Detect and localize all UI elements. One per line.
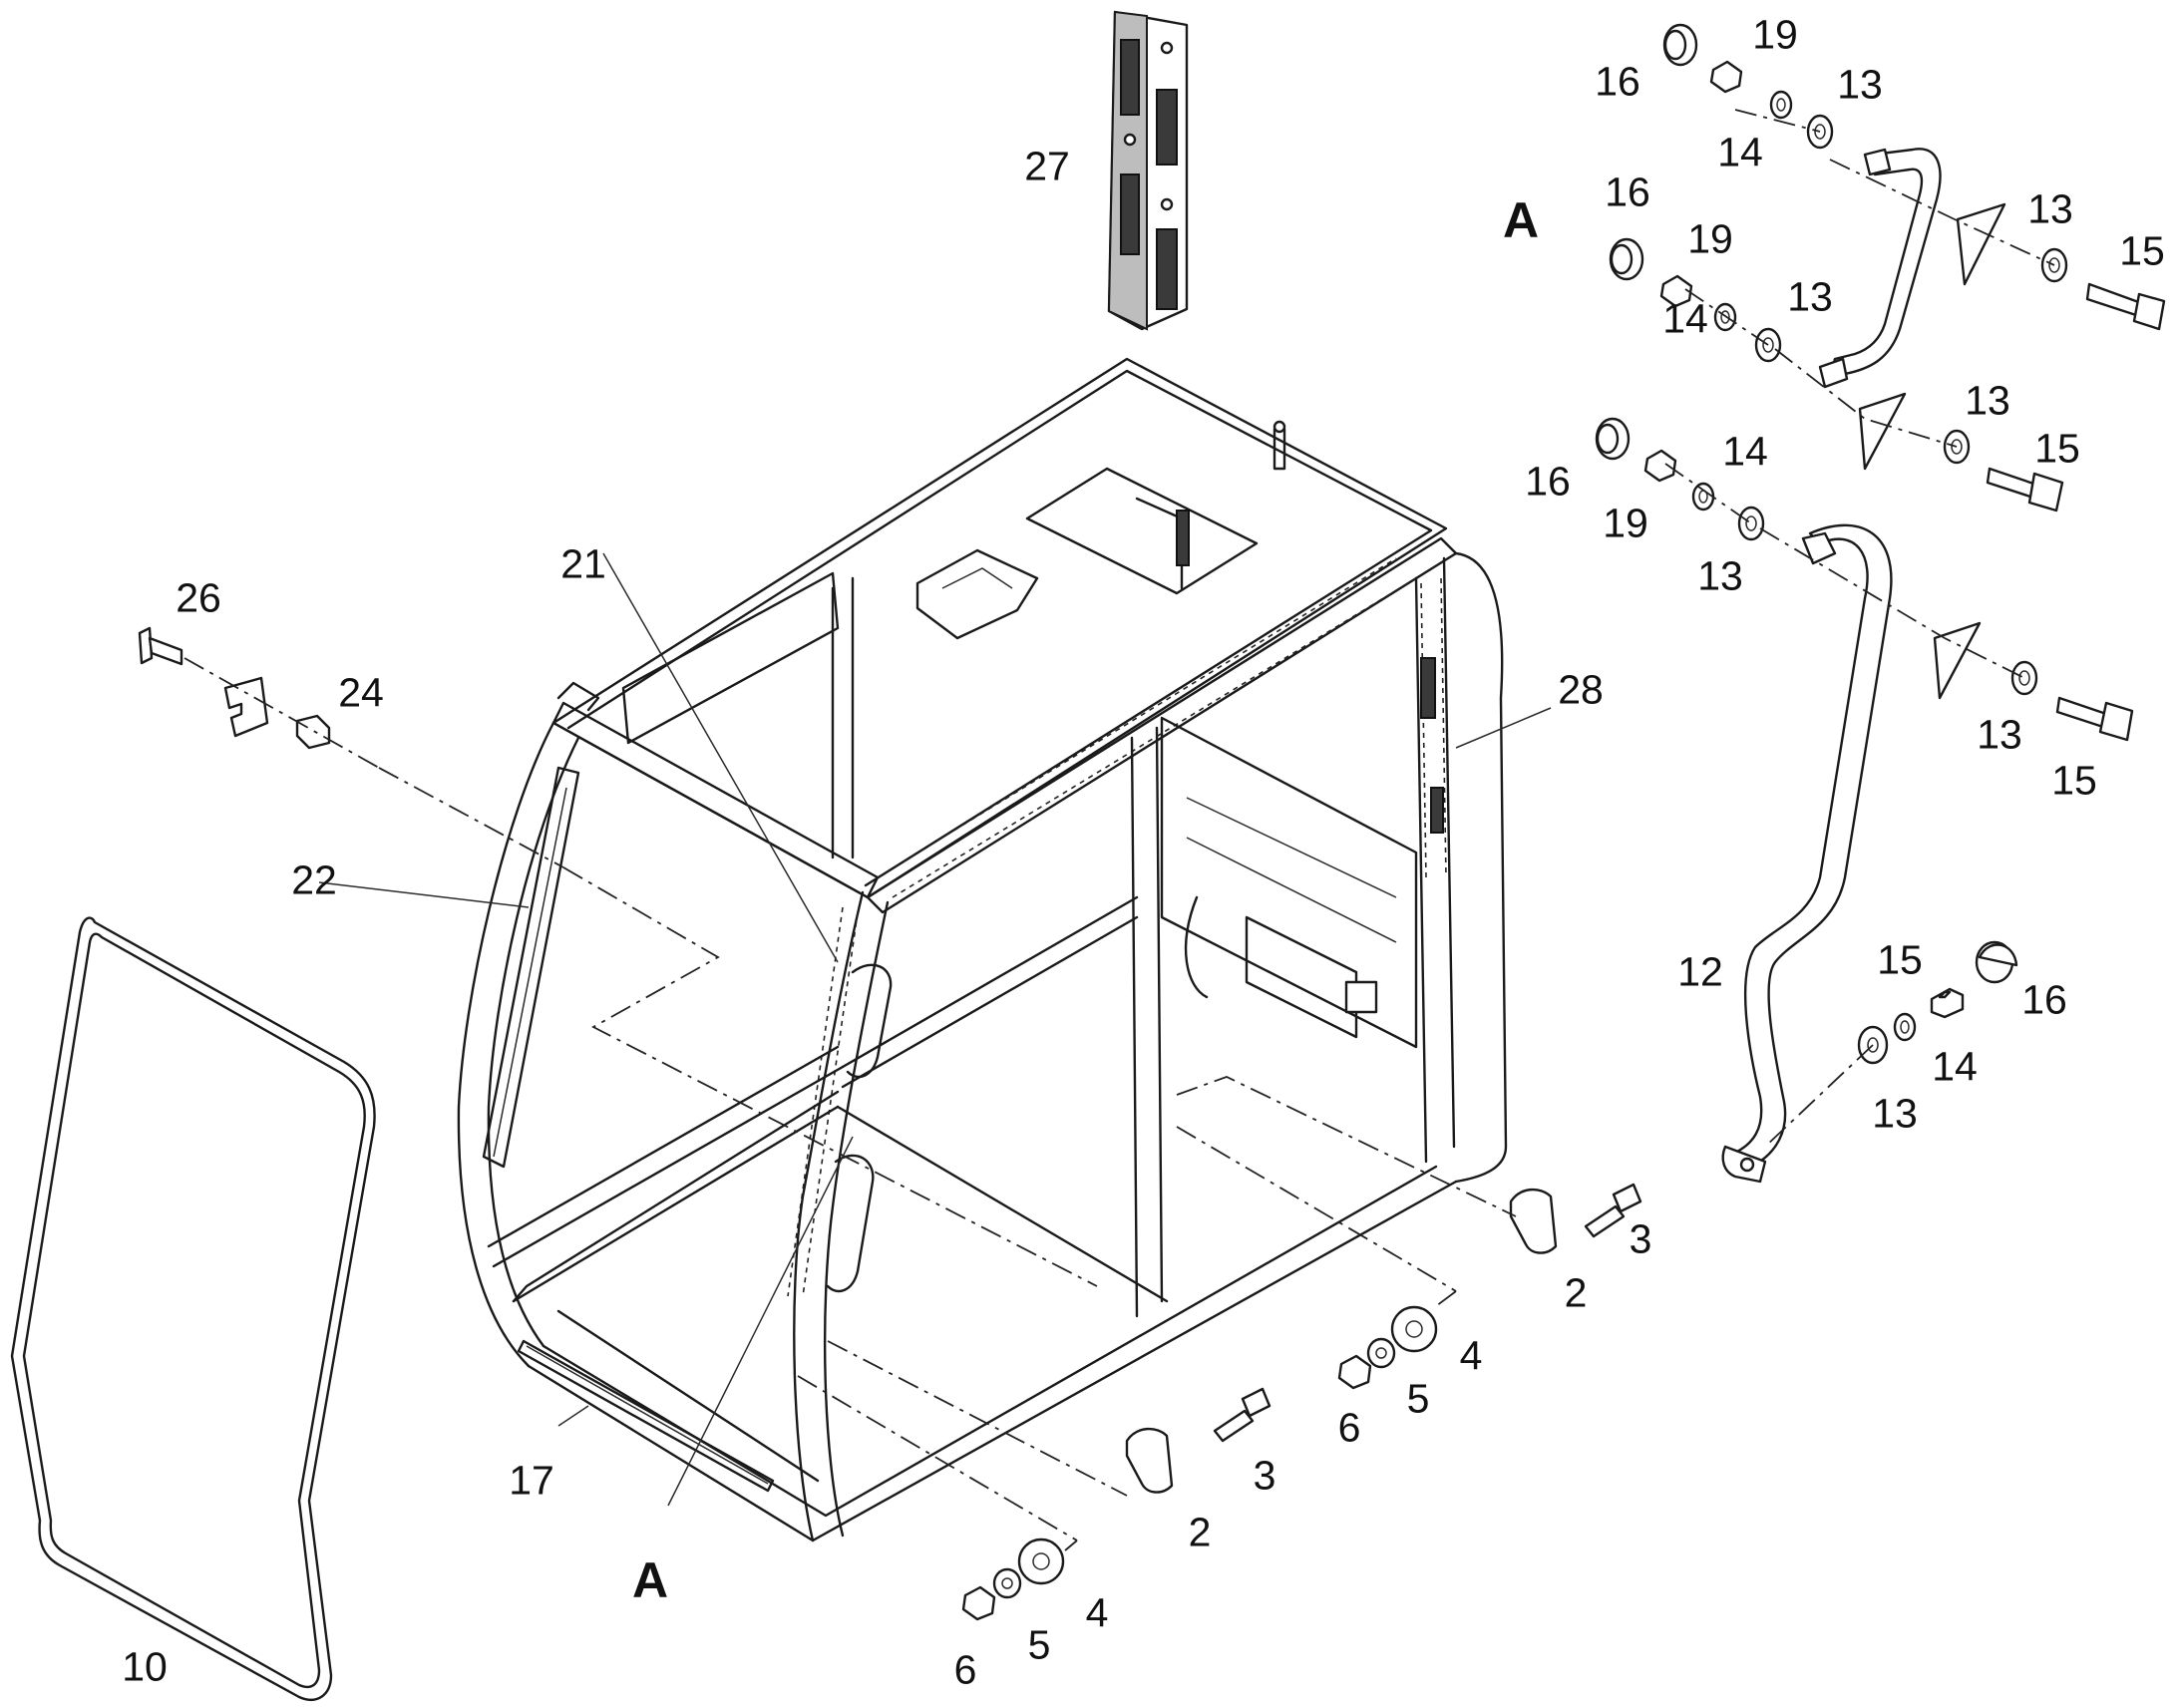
callout-21: 21 — [560, 540, 606, 587]
callout-28: 28 — [1558, 666, 1604, 713]
callout-19: 19 — [1752, 11, 1798, 58]
part-10-window-seal — [10, 916, 376, 1701]
callout-3: 3 — [1253, 1452, 1276, 1499]
callout-13: 13 — [1872, 1090, 1918, 1137]
callout-13: 13 — [1965, 377, 2010, 424]
callout-a-reference: A — [631, 1552, 669, 1608]
callout-13: 13 — [1697, 552, 1743, 599]
callout-5: 5 — [1406, 1375, 1430, 1422]
callout-15: 15 — [1877, 936, 1923, 983]
callout-14: 14 — [1662, 295, 1708, 342]
callout-14: 14 — [1932, 1043, 1978, 1090]
callout-16: 16 — [2021, 976, 2067, 1023]
callout-10: 10 — [122, 1643, 168, 1690]
callout-6: 6 — [1337, 1404, 1361, 1451]
callout-15: 15 — [2034, 425, 2080, 472]
cap-16 — [1609, 237, 1644, 281]
callout-27: 27 — [1024, 143, 1070, 189]
callout-12: 12 — [1677, 948, 1723, 995]
callout-14: 14 — [1717, 129, 1763, 175]
callout-a-detail: A — [1502, 192, 1540, 248]
callout-6: 6 — [953, 1646, 977, 1693]
cab-frame — [457, 357, 1508, 1542]
callout-19: 19 — [1687, 215, 1733, 262]
part-12-handrail — [1721, 523, 1893, 1184]
callout-26: 26 — [176, 574, 221, 621]
part-17-floor-strip — [517, 1339, 775, 1493]
callout-2: 2 — [1188, 1509, 1212, 1555]
callout-17: 17 — [509, 1457, 554, 1504]
door-handles — [826, 963, 893, 1293]
callout-16: 16 — [1525, 458, 1571, 505]
bracket — [223, 676, 269, 738]
cap-16 — [1595, 417, 1631, 461]
centerlines — [183, 109, 2055, 1551]
cap-16 — [1975, 940, 2018, 984]
callout-15: 15 — [2051, 757, 2097, 804]
callout-13: 13 — [1837, 61, 1883, 108]
part-24-nut — [295, 714, 331, 750]
part-26-bolt — [138, 626, 183, 666]
leader-lines — [318, 552, 1552, 1507]
fasteners — [961, 23, 2166, 1621]
callout-13: 13 — [1787, 273, 1833, 320]
detail-a-handrails — [1818, 148, 2006, 700]
callout-19: 19 — [1603, 500, 1648, 546]
callout-13: 13 — [2027, 185, 2073, 232]
callout-16: 16 — [1595, 58, 1640, 105]
callout-13: 13 — [1977, 711, 2022, 758]
cap-16 — [1662, 23, 1698, 67]
callout-5: 5 — [1027, 1621, 1051, 1668]
callout-15: 15 — [2119, 227, 2165, 274]
callout-24: 24 — [338, 669, 384, 716]
part-22-window-channel — [482, 766, 580, 1169]
callout-3: 3 — [1629, 1215, 1652, 1262]
callout-4: 4 — [1459, 1332, 1483, 1379]
callout-4: 4 — [1085, 1589, 1109, 1636]
callout-2: 2 — [1564, 1269, 1588, 1316]
callout-14: 14 — [1722, 428, 1768, 475]
callout-22: 22 — [291, 856, 337, 903]
callout-16: 16 — [1605, 169, 1650, 215]
part-27-control-console — [1107, 10, 1189, 331]
